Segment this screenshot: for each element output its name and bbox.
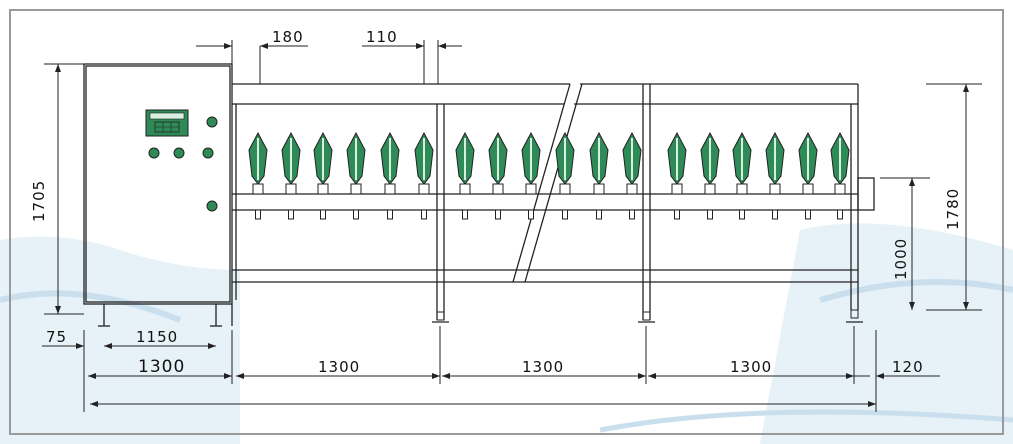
dim-section-1: 1300 (318, 358, 360, 376)
clamp-station (555, 131, 575, 220)
dim-cabinet-height: 1705 (30, 180, 48, 222)
clamp-station (700, 131, 720, 220)
clamp-station (622, 131, 642, 220)
clamp-station (313, 131, 333, 220)
dim-cabinet-inner-width: 1150 (136, 328, 178, 346)
dim-top-left: 180 (272, 28, 304, 46)
indicator-light-icon (148, 147, 160, 159)
indicator-light-icon (202, 147, 214, 159)
dim-left-offset: 75 (46, 328, 67, 346)
clamp-station (798, 131, 818, 220)
clamp-station (281, 131, 301, 220)
indicator-light-icon (173, 147, 185, 159)
dim-conveyor-height: 1000 (892, 238, 910, 280)
clamp-station (732, 131, 752, 220)
background-wave-decoration (0, 223, 1013, 444)
clamp-station (414, 131, 434, 220)
dim-section-2: 1300 (522, 358, 564, 376)
dimension-lines (42, 40, 982, 412)
clamp-station (521, 131, 541, 220)
clamp-station (488, 131, 508, 220)
clamp-station (455, 131, 475, 220)
clamp-station (765, 131, 785, 220)
clamp-station (667, 131, 687, 220)
clamp-station (589, 131, 609, 220)
dim-overall-height: 1780 (944, 188, 962, 230)
clamp-station (346, 131, 366, 220)
dim-top-right: 110 (366, 28, 398, 46)
clamp-station (380, 131, 400, 220)
control-buttons (148, 116, 218, 212)
clamp-station (248, 131, 268, 220)
clamp-stations (248, 131, 850, 220)
conveyor-frame (232, 83, 875, 323)
indicator-light-icon (206, 200, 218, 212)
dim-section-3: 1300 (730, 358, 772, 376)
indicator-light-icon (206, 116, 218, 128)
clamp-station (830, 131, 850, 220)
display-icon (145, 109, 189, 137)
dim-right-offset: 120 (892, 358, 924, 376)
frame-border (9, 9, 1004, 435)
dim-cabinet-width: 1300 (138, 357, 185, 377)
control-cabinet (83, 63, 233, 327)
